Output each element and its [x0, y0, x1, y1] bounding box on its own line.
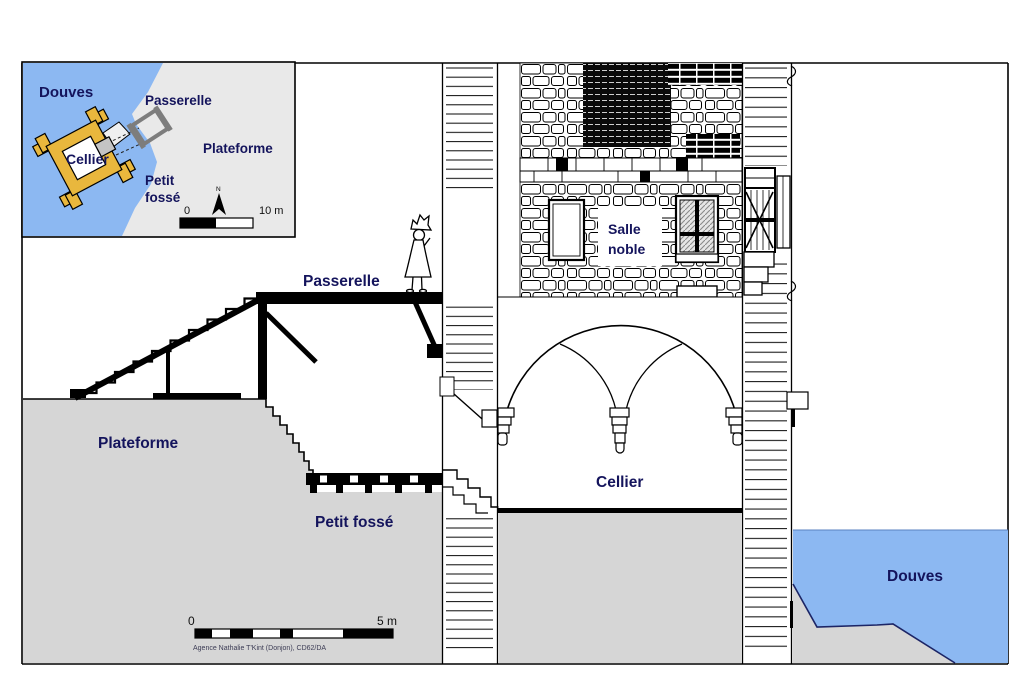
ditch-floor-structure — [306, 473, 443, 493]
cellar-floor — [498, 508, 742, 513]
inset-label-passerelle: Passerelle — [145, 93, 212, 108]
label-salle: Salle — [608, 221, 641, 237]
label-cellier: Cellier — [596, 474, 643, 491]
tower-door — [744, 167, 791, 253]
platform-fill — [23, 399, 443, 663]
person-figure — [404, 213, 433, 294]
inset-label-petit: Petit — [145, 173, 175, 188]
timber-stair-structure — [70, 295, 318, 401]
label-opening — [598, 206, 662, 266]
inset-footbridge — [126, 105, 173, 150]
cellar-subsoil — [499, 513, 741, 663]
exterior-wall-marks — [786, 65, 809, 628]
inset-castle-plan — [31, 105, 137, 211]
break-mark-top — [786, 65, 797, 87]
burnt-timber-area — [583, 63, 671, 147]
salle-noble-masonry — [519, 62, 743, 298]
inset-map: N 0 10 m Douves Passerelle Cellier Plate… — [21, 61, 296, 238]
moat-bank — [793, 584, 955, 663]
inset-label-cellier: Cellier — [66, 151, 109, 167]
inset-labels: Douves Passerelle Cellier Plateforme Pet… — [39, 84, 273, 205]
moat-area — [792, 529, 1008, 664]
inset-label-plateforme: Plateforme — [203, 141, 273, 156]
break-mark-mid — [786, 280, 797, 302]
vault-corbels — [497, 407, 743, 454]
section-labels: Passerelle Plateforme Petit fossé Salle … — [98, 221, 943, 585]
north-label: N — [216, 186, 221, 193]
inset-label-douves: Douves — [39, 84, 93, 101]
inset-scale-bar: 0 10 m — [179, 205, 283, 229]
platform-ground — [23, 398, 443, 663]
door-steps — [743, 251, 775, 296]
label-plateforme: Plateforme — [98, 435, 178, 452]
cellier-vault — [497, 296, 743, 663]
tower-left-wall — [439, 63, 499, 664]
scale-max: 5 m — [377, 614, 397, 628]
moat-water — [793, 530, 1008, 663]
beam-course — [519, 157, 743, 183]
label-douves: Douves — [887, 568, 943, 585]
left-window — [547, 198, 586, 262]
label-noble: noble — [608, 241, 646, 257]
label-passerelle: Passerelle — [303, 273, 380, 290]
label-petit-fosse: Petit fossé — [315, 514, 394, 531]
main-scale-bar: 0 5 m Agence Nathalie T'Kint (Donjon), C… — [188, 614, 397, 652]
scale-zero: 0 — [188, 614, 195, 628]
inset-label-fosse: fossé — [145, 190, 181, 205]
right-window — [674, 194, 720, 264]
north-arrow-icon: N — [212, 186, 226, 215]
inset-scale-max: 10 m — [259, 205, 283, 217]
tower-right-wall — [741, 63, 793, 664]
footbridge-deck — [256, 292, 443, 358]
inset-scale-zero: 0 — [184, 205, 190, 217]
cellar-door-lintel — [676, 285, 718, 298]
credit-text: Agence Nathalie T'Kint (Donjon), CD62/DA — [193, 645, 326, 652]
